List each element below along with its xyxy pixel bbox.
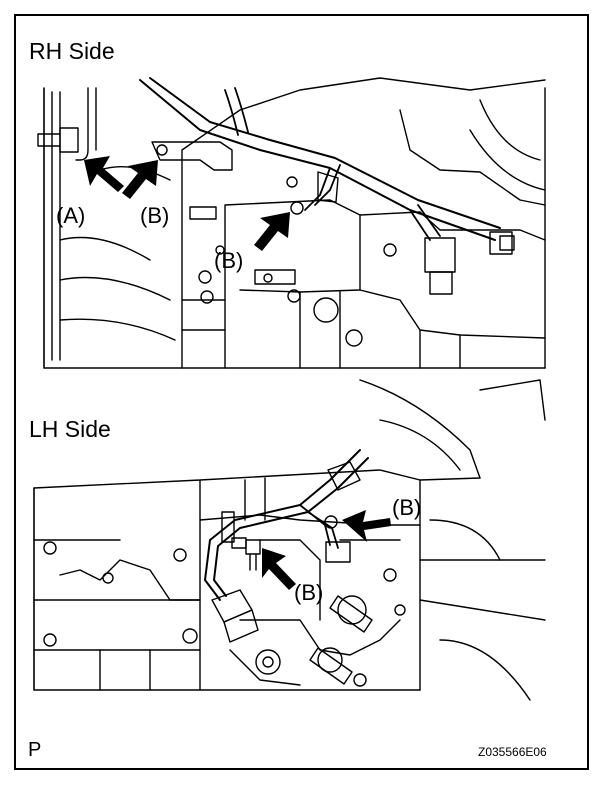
lh-side-title: LH Side [29, 416, 111, 442]
callout-lh-b2: (B) [294, 580, 324, 605]
lh-arrows [262, 510, 391, 590]
rh-transmission-drawing [37, 77, 546, 369]
arrow-rh-b1 [122, 160, 158, 199]
rh-side-title: RH Side [29, 38, 115, 64]
arrow-lh-b2 [262, 548, 296, 590]
arrow-rh-a [84, 156, 124, 192]
callout-rh-b2: (B) [214, 248, 244, 273]
figure-frame [14, 14, 589, 770]
rh-arrows [84, 156, 290, 251]
arrow-lh-b1 [342, 510, 391, 542]
arrow-rh-b2 [254, 212, 290, 251]
callout-rh-b1: (B) [140, 203, 170, 228]
lh-transmission-drawing [33, 379, 546, 701]
figure-code: Z035566E06 [478, 745, 547, 759]
callout-lh-b1: (B) [392, 495, 422, 520]
corner-mark: P [28, 739, 42, 761]
callout-rh-a: (A) [56, 203, 86, 228]
